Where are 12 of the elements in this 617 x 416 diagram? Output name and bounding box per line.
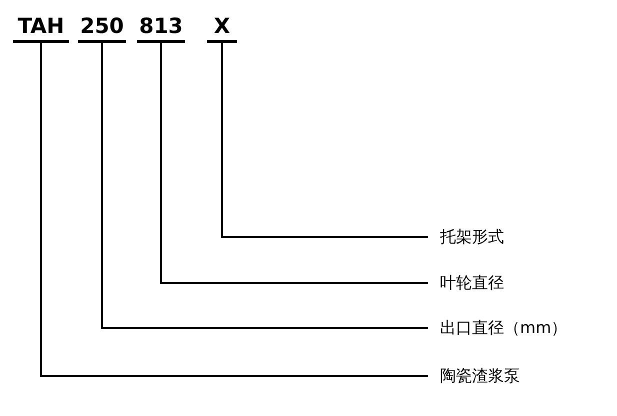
model-code-segment: 250: [78, 14, 126, 43]
leader-line: [101, 43, 428, 329]
leader-line: [40, 43, 428, 377]
model-code-segment: TAH: [13, 14, 69, 43]
model-code-segment: X: [207, 14, 237, 43]
leader-line: [160, 43, 428, 284]
segment-description: 叶轮直径: [428, 272, 504, 294]
model-code-segment: 813: [137, 14, 185, 43]
segment-description: 托架形式: [428, 226, 504, 248]
segment-description: 陶瓷渣浆泵: [428, 365, 520, 387]
segment-description: 出口直径（mm）: [428, 317, 568, 339]
leader-line: [221, 43, 428, 238]
